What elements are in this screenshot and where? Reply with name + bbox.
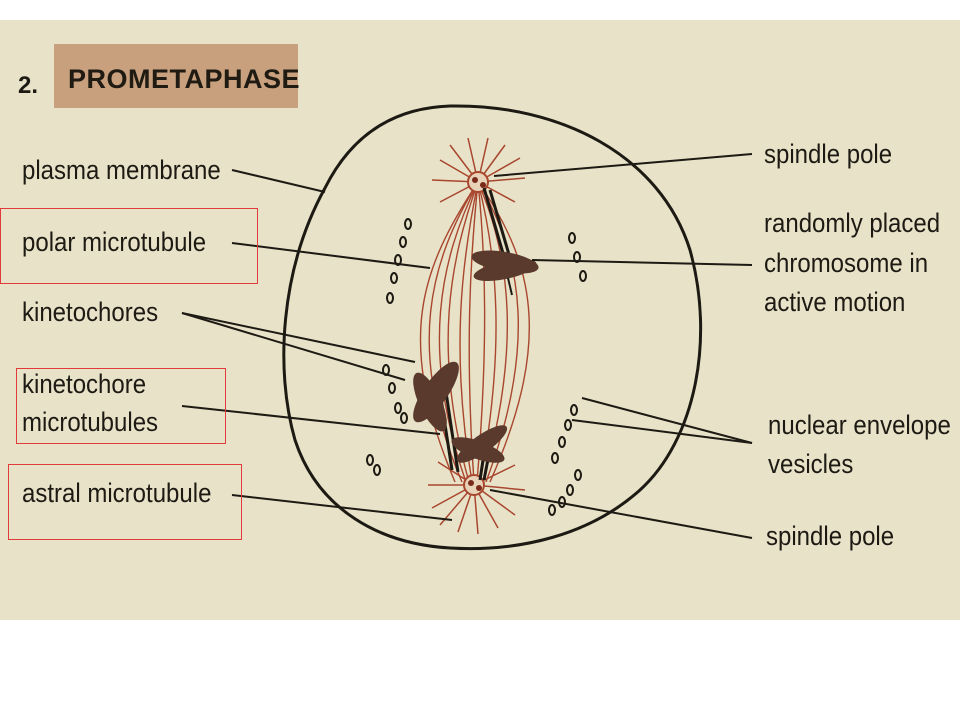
- label-random-chromosome-line1: randomly placed: [764, 208, 941, 239]
- title-box: [54, 44, 298, 108]
- nuclear-envelope-vesicles-right: [548, 232, 587, 516]
- label-random-chromosome-line3: active motion: [764, 287, 906, 318]
- leader-astral-microtubule: [231, 494, 453, 521]
- leader-plasma-membrane: [231, 169, 326, 193]
- highlight-kinetochore-microtubules: [16, 368, 226, 444]
- label-nuclear-envelope-line1: nuclear envelope: [768, 410, 951, 441]
- cell-membrane: [282, 104, 703, 551]
- diagram-panel: 2. PROMETAPHASE: [0, 20, 960, 620]
- highlight-polar-microtubule: [0, 208, 258, 284]
- chromosome-middle: [413, 361, 459, 432]
- phase-number: 2.: [18, 72, 39, 99]
- label-polar-microtubule: polar microtubule: [22, 227, 207, 258]
- leader-polar-microtubule: [231, 242, 431, 269]
- leader-kinetochores-b: [181, 312, 406, 381]
- leader-nuclear-envelope-a: [581, 397, 753, 444]
- label-nuclear-envelope-line2: vesicles: [768, 449, 854, 480]
- label-spindle-pole-bottom: spindle pole: [766, 521, 895, 552]
- nuclear-envelope-vesicles-left: [366, 218, 412, 476]
- highlight-astral-microtubule: [8, 464, 242, 540]
- leader-nuclear-envelope-b: [571, 419, 753, 444]
- leader-random-chromosome: [531, 259, 753, 266]
- spindle-pole-bottom-body: [463, 474, 485, 496]
- label-plasma-membrane: plasma membrane: [22, 155, 221, 186]
- chromosome-upper: [471, 250, 539, 296]
- label-astral-microtubule: astral microtubule: [22, 478, 212, 509]
- label-random-chromosome-line2: chromosome in: [764, 248, 929, 279]
- leader-lines: [181, 153, 753, 539]
- label-kinetochore-microtubules-line1: kinetochore: [22, 369, 147, 400]
- label-spindle-pole-top: spindle pole: [764, 139, 893, 170]
- phase-title: PROMETAPHASE: [68, 64, 301, 94]
- astral-microtubules-bottom: [428, 461, 526, 535]
- spindle-pole-top-body: [467, 171, 489, 193]
- leader-kinetochores-a: [181, 312, 416, 363]
- label-kinetochores: kinetochores: [22, 297, 159, 328]
- leader-spindle-pole-bottom: [489, 489, 753, 539]
- prometaphase-cell-illustration: [181, 104, 753, 551]
- chromosome-lower: [451, 425, 508, 463]
- label-kinetochore-microtubules-line2: microtubules: [22, 407, 159, 438]
- spindle-microtubules: [419, 181, 530, 483]
- leader-spindle-pole-top: [493, 153, 753, 177]
